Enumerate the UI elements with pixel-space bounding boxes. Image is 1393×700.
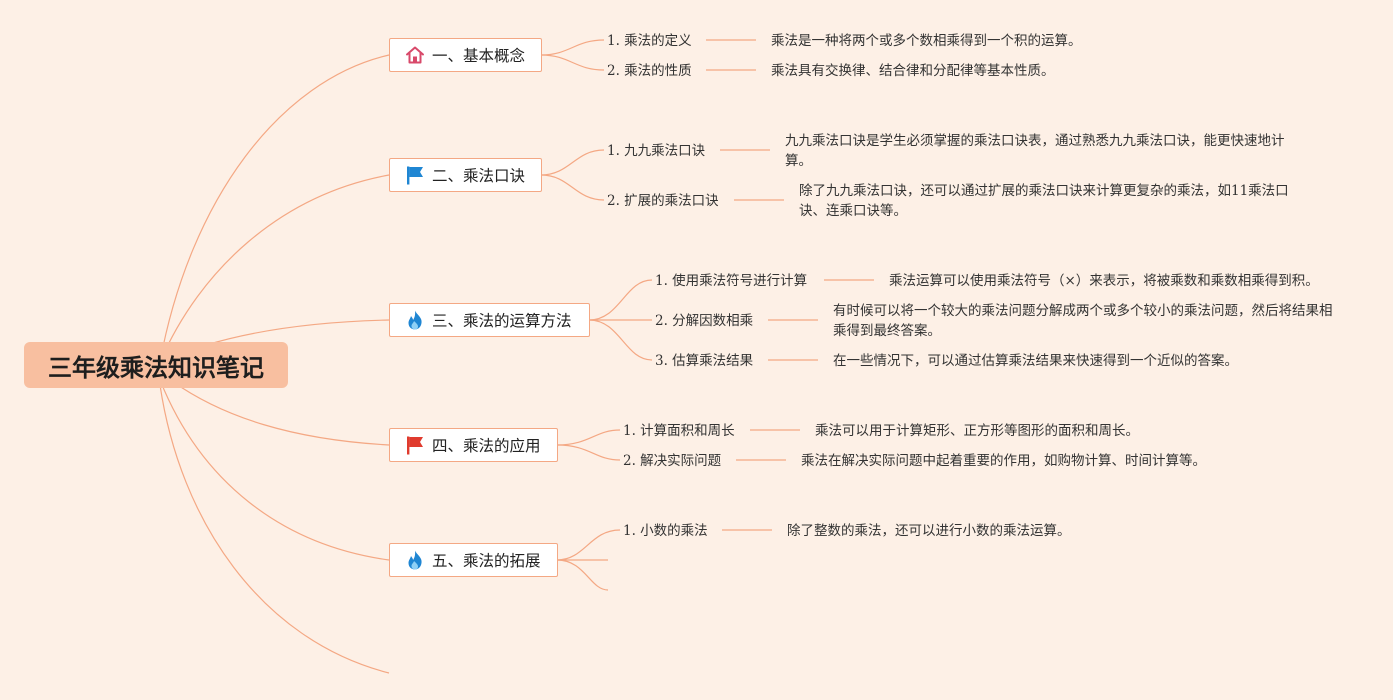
branch-4-item-2-desc: 乘法在解决实际问题中起着重要的作用，如购物计算、时间计算等。 xyxy=(801,453,1206,469)
branch-3-item-1-desc: 乘法运算可以使用乘法符号（×）来表示，将被乘数和乘数相乘得到积。 xyxy=(889,273,1319,289)
branch-2-item-2-label[interactable]: 2. 扩展的乘法口诀 xyxy=(607,193,719,209)
branch-2-item-2-desc: 除了九九乘法口诀，还可以通过扩展的乘法口诀来计算更复杂的乘法，如11乘法口诀、连… xyxy=(799,183,1289,219)
root-to-empty xyxy=(159,384,390,674)
root-to-branch-5 xyxy=(159,379,390,561)
branch-1-node[interactable]: 一、基本概念 xyxy=(389,38,542,72)
branch-4-title: 四、乘法的应用 xyxy=(432,437,541,455)
root-node[interactable]: 三年级乘法知识笔记 xyxy=(24,342,288,388)
branch-3-item-3-label[interactable]: 3. 估算乘法结果 xyxy=(655,353,754,369)
home-icon xyxy=(404,44,426,66)
branch-5-title: 五、乘法的拓展 xyxy=(432,552,541,570)
branch-4-item-1-label[interactable]: 1. 计算面积和周长 xyxy=(623,423,735,439)
branch-4-item-2-label[interactable]: 2. 解决实际问题 xyxy=(623,453,722,469)
root-to-branch-1 xyxy=(159,54,390,363)
root-title: 三年级乘法知识笔记 xyxy=(48,353,264,382)
branch-1-item-1-label[interactable]: 1. 乘法的定义 xyxy=(607,33,692,49)
branch-1-item-1-desc: 乘法是一种将两个或多个数相乘得到一个积的运算。 xyxy=(771,33,1082,49)
branch-4-node[interactable]: 四、乘法的应用 xyxy=(389,428,558,462)
branch-3-title: 三、乘法的运算方法 xyxy=(432,312,572,330)
branch-2-title: 二、乘法口诀 xyxy=(432,167,526,185)
branch-1-item-2-desc: 乘法具有交换律、结合律和分配律等基本性质。 xyxy=(771,63,1055,79)
branch-3-item-2-label[interactable]: 2. 分解因数相乘 xyxy=(655,313,754,329)
fire-icon xyxy=(404,549,426,571)
branch-3-item-3-desc: 在一些情况下，可以通过估算乘法结果来快速得到一个近似的答案。 xyxy=(833,353,1238,369)
root-to-branch-4 xyxy=(159,371,390,446)
branch-4-item-1-desc: 乘法可以用于计算矩形、正方形等图形的面积和周长。 xyxy=(815,423,1139,439)
branch-5-item-1-label[interactable]: 1. 小数的乘法 xyxy=(623,523,708,539)
branch-2-item-1-label[interactable]: 1. 九九乘法口诀 xyxy=(607,143,706,159)
branch-1-title: 一、基本概念 xyxy=(432,47,526,65)
blue-flag-icon xyxy=(404,164,426,186)
root-to-branch-2 xyxy=(159,174,390,363)
red-flag-icon xyxy=(404,434,426,456)
branch-3-item-1-label[interactable]: 1. 使用乘法符号进行计算 xyxy=(655,273,808,289)
branch-3-node[interactable]: 三、乘法的运算方法 xyxy=(389,303,590,337)
branch-2-item-1-desc: 九九乘法口诀是学生必须掌握的乘法口诀表，通过熟悉九九乘法口诀，能更快速地计算。 xyxy=(785,133,1285,169)
branch-2-node[interactable]: 二、乘法口诀 xyxy=(389,158,542,192)
fire-icon xyxy=(404,309,426,331)
branch-5-item-1-desc: 除了整数的乘法，还可以进行小数的乘法运算。 xyxy=(787,523,1071,539)
branch-3-item-2-desc: 有时候可以将一个较大的乘法问题分解成两个或多个较小的乘法问题，然后将结果相乘得到… xyxy=(833,303,1333,339)
branch-1-item-2-label[interactable]: 2. 乘法的性质 xyxy=(607,63,692,79)
branch-5-node[interactable]: 五、乘法的拓展 xyxy=(389,543,558,577)
